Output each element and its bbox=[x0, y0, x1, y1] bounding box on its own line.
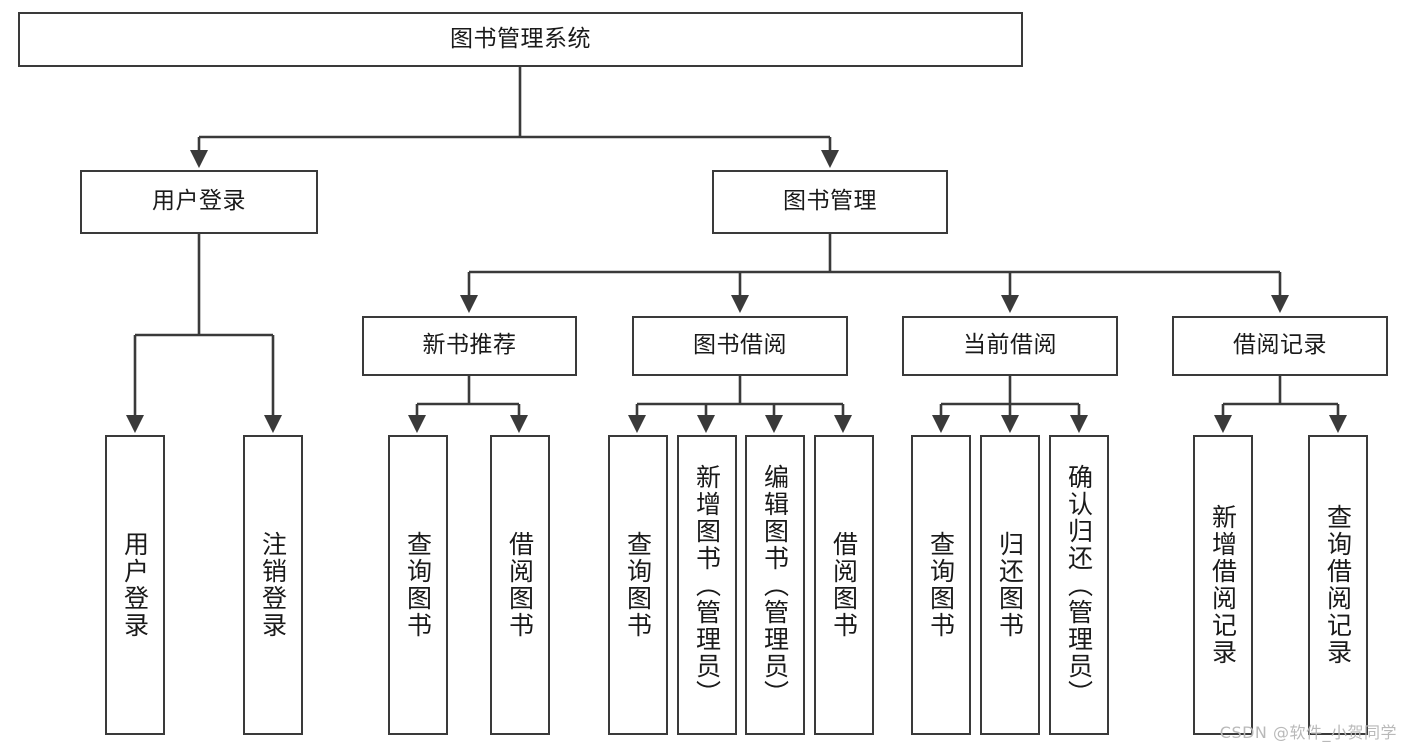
node-label: 借阅图书 bbox=[505, 531, 535, 639]
csdn-watermark: CSDN @软件_小贺同学 bbox=[1219, 723, 1397, 742]
leaf-logout-login[interactable]: 注销登录 bbox=[243, 435, 303, 735]
node-label: 图书管理系统 bbox=[450, 25, 591, 52]
leaf-query-book-new-book[interactable]: 查询图书 bbox=[388, 435, 448, 735]
leaf-user-login[interactable]: 用户登录 bbox=[105, 435, 165, 735]
node-current-borrow[interactable]: 当前借阅 bbox=[902, 316, 1118, 376]
node-label: 当前借阅 bbox=[963, 332, 1057, 359]
leaf-query-book-borrow[interactable]: 查询图书 bbox=[608, 435, 668, 735]
node-label: 查询图书 bbox=[403, 531, 433, 639]
node-label: 确认归还（管理员） bbox=[1064, 463, 1094, 707]
node-book-borrow[interactable]: 图书借阅 bbox=[632, 316, 848, 376]
node-label: 图书管理 bbox=[783, 188, 877, 215]
node-label: 查询图书 bbox=[926, 531, 956, 639]
node-label: 新增图书（管理员） bbox=[692, 463, 722, 707]
node-label: 注销登录 bbox=[258, 531, 288, 639]
node-borrow-record[interactable]: 借阅记录 bbox=[1172, 316, 1388, 376]
node-label: 查询图书 bbox=[623, 531, 653, 639]
node-label: 查询借阅记录 bbox=[1323, 504, 1353, 666]
node-label: 新书推荐 bbox=[422, 332, 517, 359]
node-label: 借阅记录 bbox=[1233, 332, 1327, 359]
leaf-add-borrow-record[interactable]: 新增借阅记录 bbox=[1193, 435, 1253, 735]
node-label: 用户登录 bbox=[120, 531, 150, 639]
node-user-login[interactable]: 用户登录 bbox=[80, 170, 318, 234]
node-label: 用户登录 bbox=[152, 188, 246, 215]
leaf-confirm-return-admin[interactable]: 确认归还（管理员） bbox=[1049, 435, 1109, 735]
leaf-edit-book-admin[interactable]: 编辑图书（管理员） bbox=[745, 435, 805, 735]
leaf-add-book-admin[interactable]: 新增图书（管理员） bbox=[677, 435, 737, 735]
node-root-book-management-system[interactable]: 图书管理系统 bbox=[18, 12, 1023, 67]
node-new-book-recommend[interactable]: 新书推荐 bbox=[362, 316, 577, 376]
node-label: 编辑图书（管理员） bbox=[760, 463, 790, 707]
node-label: 新增借阅记录 bbox=[1208, 504, 1238, 666]
node-label: 归还图书 bbox=[995, 531, 1025, 639]
node-label: 图书借阅 bbox=[693, 332, 787, 359]
node-book-management[interactable]: 图书管理 bbox=[712, 170, 948, 234]
leaf-query-borrow-record[interactable]: 查询借阅记录 bbox=[1308, 435, 1368, 735]
leaf-query-book-current[interactable]: 查询图书 bbox=[911, 435, 971, 735]
leaf-borrow-book-new-book[interactable]: 借阅图书 bbox=[490, 435, 550, 735]
node-label: 借阅图书 bbox=[829, 531, 859, 639]
leaf-borrow-book-borrow[interactable]: 借阅图书 bbox=[814, 435, 874, 735]
leaf-return-book[interactable]: 归还图书 bbox=[980, 435, 1040, 735]
